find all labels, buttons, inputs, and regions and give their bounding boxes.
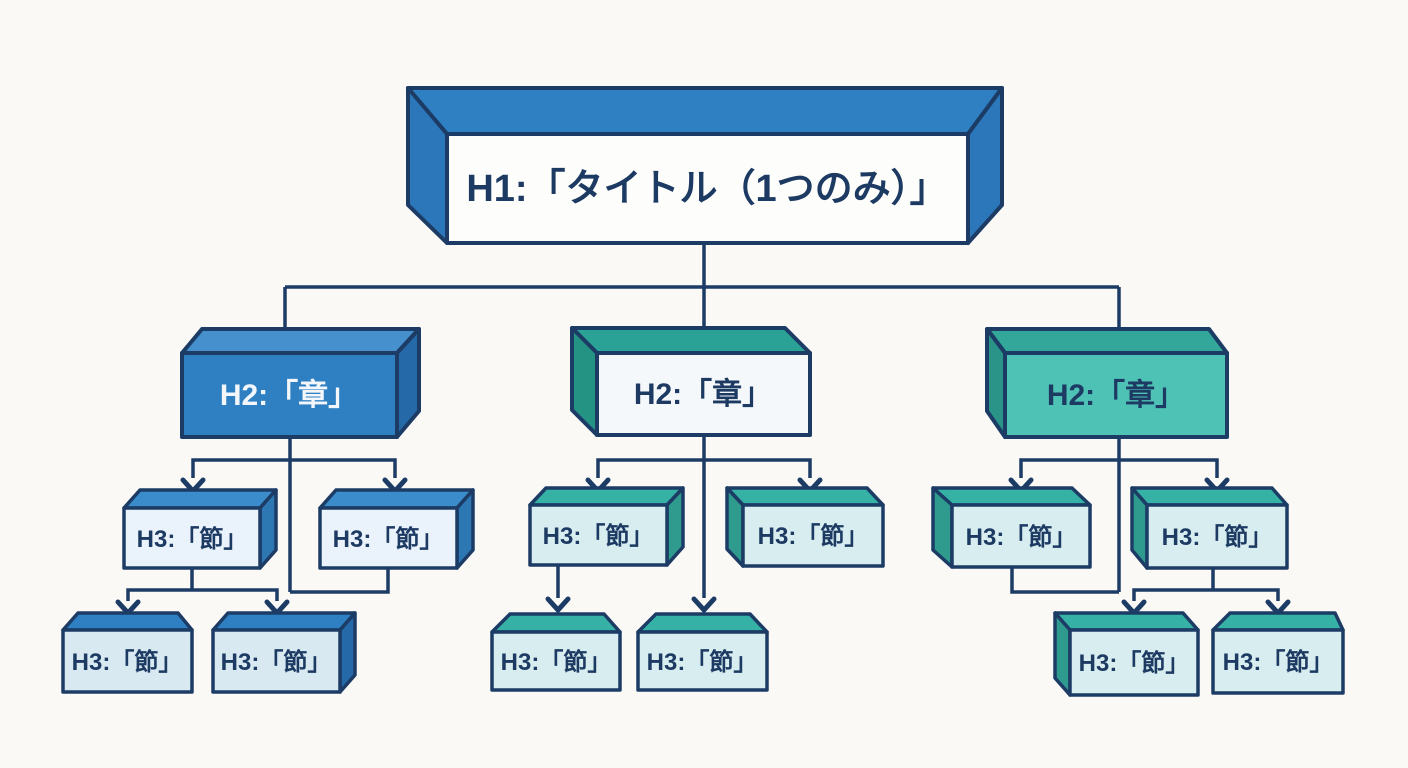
h3-label-left-3: H3:「節」 xyxy=(72,648,183,676)
h3-label-middle-1: H3:「節」 xyxy=(543,522,654,550)
h3-label-right-2: H3:「節」 xyxy=(1162,523,1273,551)
connector-h1-to-h2 xyxy=(283,243,1121,332)
h3-box-left-3: H3:「節」 xyxy=(61,611,194,694)
h3-box-right-3: H3:「節」 xyxy=(1053,611,1200,697)
h1-box: H1:「タイトル（1つのみ）」 xyxy=(406,86,1004,245)
h2-box-3: H2:「章」 xyxy=(985,327,1229,439)
connector-group-left xyxy=(115,437,408,617)
h3-label-left-4: H3:「節」 xyxy=(221,648,332,676)
h2-box-1: H2:「章」 xyxy=(180,327,421,439)
h3-box-middle-3: H3:「節」 xyxy=(490,612,622,692)
h3-box-right-2: H3:「節」 xyxy=(1130,486,1289,570)
h1-label: H1:「タイトル（1つのみ）」 xyxy=(466,168,947,210)
h3-label-middle-4: H3:「節」 xyxy=(647,648,758,676)
h3-box-middle-2: H3:「節」 xyxy=(725,486,885,568)
h3-box-right-1: H3:「節」 xyxy=(931,486,1092,569)
h3-box-left-1: H3:「節」 xyxy=(122,488,278,570)
h3-box-middle-4: H3:「節」 xyxy=(636,612,769,692)
h2-label-1: H2:「章」 xyxy=(220,378,358,412)
h2-label-3: H2:「章」 xyxy=(1047,378,1185,412)
h3-label-right-3: H3:「節」 xyxy=(1079,649,1190,677)
h3-label-left-2: H3:「節」 xyxy=(333,525,444,553)
h3-label-middle-2: H3:「節」 xyxy=(758,522,869,550)
h3-box-left-4: H3:「節」 xyxy=(211,611,357,694)
h3-box-right-4: H3:「節」 xyxy=(1211,611,1345,695)
h2-box-2: H2:「章」 xyxy=(570,326,812,437)
h2-label-2: H2:「章」 xyxy=(634,377,772,411)
h3-label-left-1: H3:「節」 xyxy=(137,525,248,553)
h3-label-middle-3: H3:「節」 xyxy=(501,648,612,676)
h3-label-right-4: H3:「節」 xyxy=(1223,648,1334,676)
h3-label-right-1: H3:「節」 xyxy=(966,523,1077,551)
h3-box-middle-1: H3:「節」 xyxy=(528,486,685,567)
h3-box-left-2: H3:「節」 xyxy=(318,488,475,570)
